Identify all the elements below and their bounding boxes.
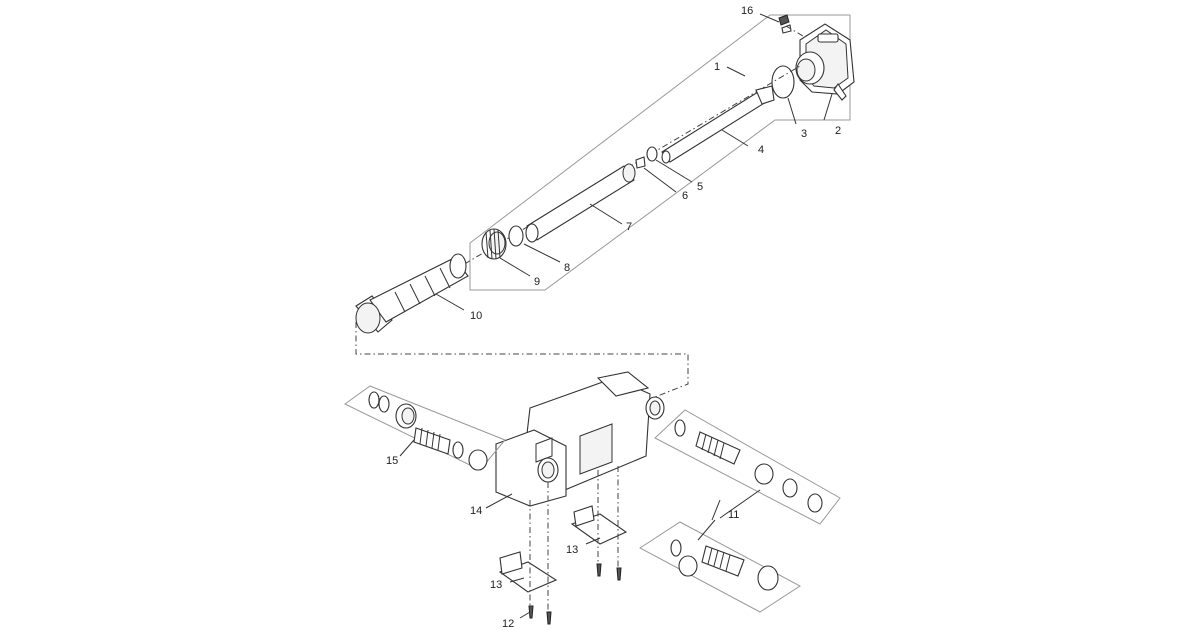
leader-lines bbox=[399, 13, 833, 619]
callout-1: 1 bbox=[714, 61, 720, 73]
upper-assembly-outline bbox=[469, 14, 851, 291]
callout-7: 7 bbox=[626, 221, 632, 233]
part-5-ring bbox=[646, 146, 658, 162]
part-11-lower-group-outline bbox=[639, 521, 801, 613]
part-11-fittings-lower bbox=[670, 539, 779, 591]
part-13-bracket-upper bbox=[570, 505, 628, 545]
callout-15: 15 bbox=[386, 455, 398, 467]
callout-4: 4 bbox=[758, 144, 764, 156]
part-2-head-cap bbox=[795, 23, 855, 101]
part-10-lamp-holder bbox=[355, 253, 469, 334]
callout-13-upper: 13 bbox=[566, 544, 578, 556]
callout-9: 9 bbox=[534, 276, 540, 288]
callout-3: 3 bbox=[801, 128, 807, 140]
part-3-o-ring bbox=[771, 65, 795, 99]
part-16-clip bbox=[778, 14, 792, 34]
part-13-bracket-lower bbox=[498, 551, 558, 593]
part-14-housing bbox=[495, 371, 665, 507]
part-6-clip bbox=[635, 156, 646, 169]
callout-13-lower: 13 bbox=[490, 579, 502, 591]
part-8-o-ring bbox=[508, 225, 524, 247]
leader-dash-16 bbox=[785, 25, 804, 37]
connector-dash-10-14 bbox=[355, 322, 689, 398]
part-11-fittings-upper bbox=[674, 419, 823, 513]
part-11-group-outline bbox=[654, 409, 841, 525]
callout-16: 16 bbox=[741, 5, 753, 17]
callout-14: 14 bbox=[470, 505, 482, 517]
callout-5: 5 bbox=[697, 181, 703, 193]
callout-11: 11 bbox=[728, 509, 739, 521]
part-4-quartz-tube bbox=[661, 85, 775, 164]
callout-10: 10 bbox=[470, 310, 482, 322]
part-12-screws bbox=[528, 563, 622, 625]
part-9-union-nut bbox=[481, 228, 507, 260]
part-7-uvc-lamp bbox=[525, 163, 636, 243]
callout-8: 8 bbox=[564, 262, 570, 274]
callout-12: 12 bbox=[502, 618, 514, 630]
callout-6: 6 bbox=[682, 190, 688, 202]
part-15-fittings bbox=[368, 391, 488, 471]
callout-labels: 1 2 3 4 5 6 7 8 9 10 11 12 13 13 14 15 1… bbox=[386, 5, 841, 630]
callout-2: 2 bbox=[835, 125, 841, 137]
